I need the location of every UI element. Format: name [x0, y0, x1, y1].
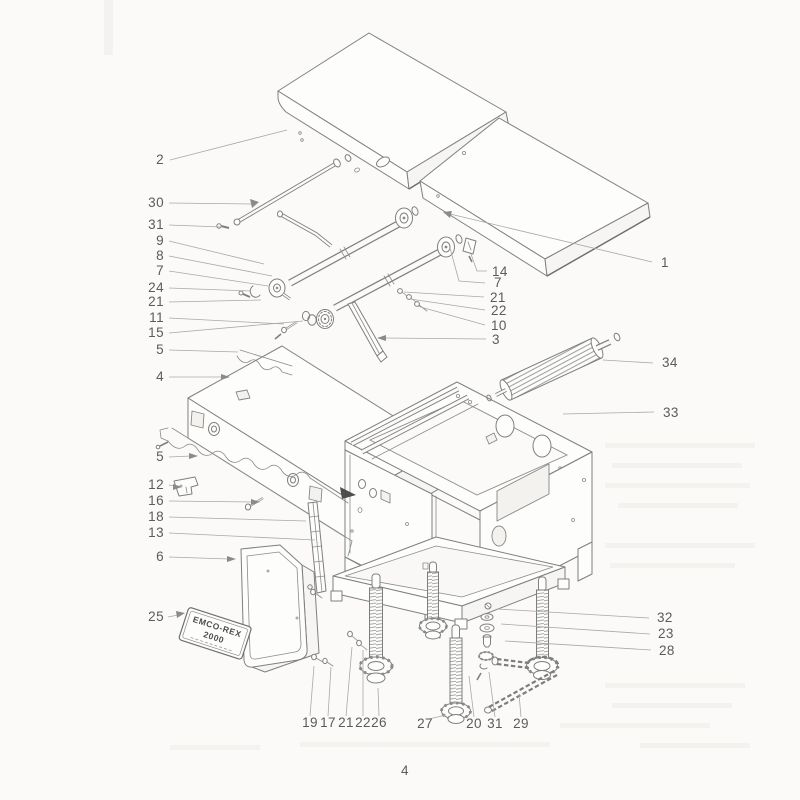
lead-screws — [358, 561, 559, 724]
part-label-24: 24 — [148, 280, 164, 295]
part-label-23: 23 — [658, 626, 674, 641]
scan-bleed-through — [104, 0, 755, 750]
part-label-21b: 21 — [490, 290, 506, 305]
hub-cluster-left — [238, 278, 334, 340]
clamp-block-part-14 — [462, 237, 477, 263]
direction-arrow — [340, 487, 356, 499]
part-label-18: 18 — [148, 509, 164, 524]
bent-handle-rod — [277, 210, 333, 248]
part-label-17: 17 — [320, 715, 336, 730]
part-label-15: 15 — [148, 325, 164, 340]
part-label-31: 31 — [148, 217, 164, 232]
main-frame-part-33 — [330, 381, 593, 639]
part-label-1: 1 — [661, 255, 669, 270]
part-label-29: 29 — [513, 716, 529, 731]
part-label-13: 13 — [148, 525, 164, 540]
washer-stack-parts-32-23-28 — [476, 602, 495, 681]
part-labels: 2 30 31 9 8 7 24 21 11 15 5 4 5 12 16 18… — [148, 152, 679, 731]
part-label-14: 14 — [492, 264, 508, 279]
infeed-table-part-1 — [419, 117, 651, 277]
part-label-16: 16 — [148, 493, 164, 508]
part-label-22b: 22 — [355, 715, 371, 730]
fastener-trio — [397, 288, 428, 312]
part-label-5: 5 — [156, 342, 164, 357]
part-label-19: 19 — [302, 715, 318, 730]
part-label-10: 10 — [491, 318, 507, 333]
part-label-31b: 31 — [487, 716, 503, 731]
part-label-32: 32 — [657, 610, 673, 625]
screw-part-31 — [216, 223, 230, 229]
part-label-26: 26 — [371, 715, 387, 730]
part-label-9: 9 — [156, 233, 164, 248]
part-label-34: 34 — [662, 355, 678, 370]
adjusting-shaft-lower — [333, 234, 463, 312]
part-label-22: 22 — [491, 303, 507, 318]
part-label-8: 8 — [156, 248, 164, 263]
bent-flat-bar-part-3 — [347, 301, 388, 363]
wavy-strips-part-5 — [159, 349, 353, 557]
page-number: 4 — [401, 763, 409, 778]
part-label-28: 28 — [659, 643, 675, 658]
slide-rail-part-18-13 — [307, 501, 327, 594]
part-label-11: 11 — [149, 310, 164, 325]
guide-rod-part-30 — [233, 154, 352, 226]
part-label-4: 4 — [156, 369, 164, 384]
loose-screws-bottom — [307, 584, 368, 667]
side-cover-part-6 — [240, 544, 320, 673]
part-label-30: 30 — [148, 195, 164, 210]
adjusting-shaft-upper — [288, 206, 419, 287]
part-label-2: 2 — [156, 152, 164, 167]
part-label-6: 6 — [156, 549, 164, 564]
drive-chain-part-29 — [484, 655, 560, 714]
part-label-3: 3 — [492, 332, 500, 347]
part-label-21c: 21 — [338, 715, 354, 730]
part-label-27: 27 — [417, 716, 433, 731]
part-label-20: 20 — [466, 716, 482, 731]
part-label-25: 25 — [148, 609, 164, 624]
part-label-21: 21 — [148, 294, 164, 309]
part-label-7: 7 — [156, 263, 164, 278]
feed-roller-part-34 — [486, 332, 621, 402]
part-label-7b: 7 — [494, 275, 502, 290]
part-label-12: 12 — [148, 477, 164, 492]
leader-lines — [167, 129, 655, 720]
nameplate-part-25: EMCO-REX 2000 — [178, 607, 252, 660]
part-label-33: 33 — [663, 405, 679, 420]
bracket-part-12 — [173, 476, 199, 497]
part-label-5b: 5 — [156, 449, 164, 464]
